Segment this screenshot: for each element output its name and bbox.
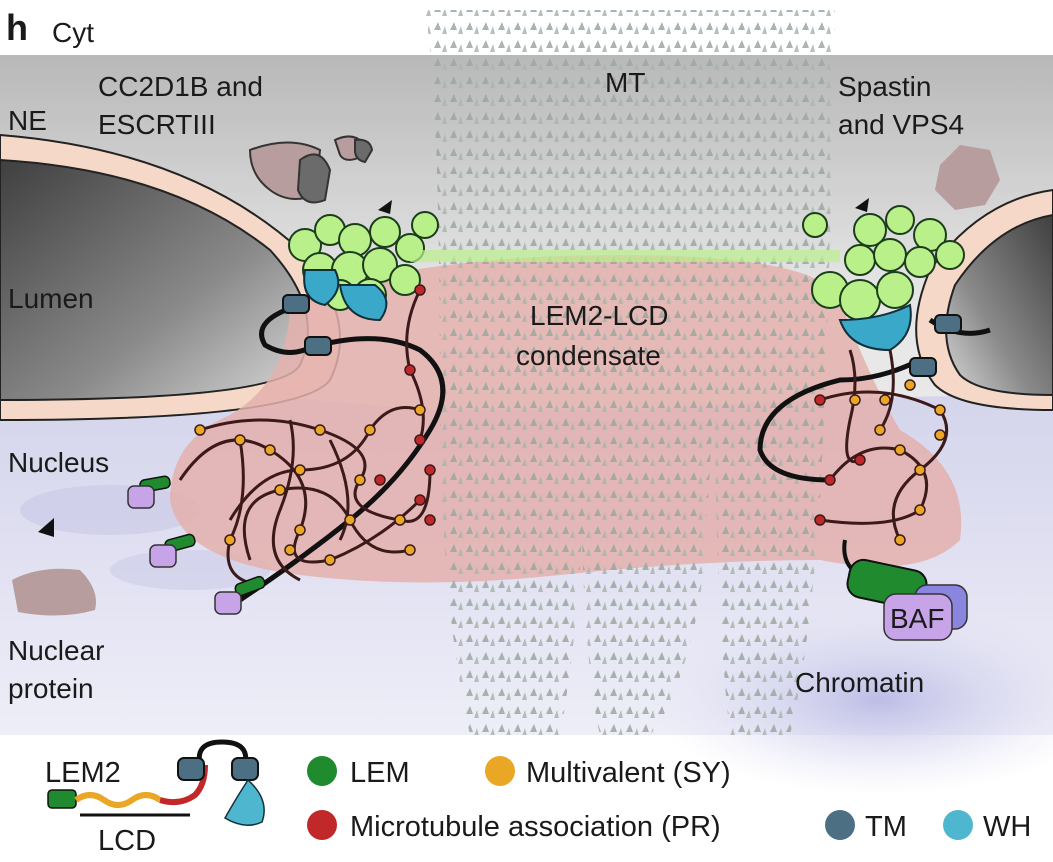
legend-tm-block [177,757,205,781]
legend-sy-swatch [485,756,515,786]
legend-lem-segment [47,789,77,809]
arrowhead-icon [38,518,54,537]
label-nucleus: Nucleus [8,447,109,478]
escrtiii-protein [296,153,332,204]
legend-item-wh: WH [983,811,1031,843]
legend-sy-segment [74,792,162,808]
nuclear-protein-shape [12,568,96,616]
wh-domain-left [303,269,340,307]
legend: LEM2 LCD LEM Multivalent (SY) Microtubul… [45,739,1031,857]
lcd-residues-right [814,379,946,546]
escrt-cluster-right [802,205,965,321]
legend-wh-shape [223,778,265,826]
label-lem2-lcd-line2: condensate [516,340,661,371]
label-nuclear-protein-line1: Nuclear [8,635,104,666]
baf-protein [883,593,953,641]
spastin-vps4-protein [935,145,1000,210]
microtubule-bundle [425,10,835,735]
escrt-band [410,250,840,262]
legend-item-tm: TM [865,811,907,843]
escrtiii-protein-small [354,138,374,164]
lem2-backbone-left [238,302,446,603]
wh-domain-left [338,284,388,322]
legend-pr-swatch [307,810,337,840]
label-baf: BAF [890,603,944,634]
tm-domain [909,357,937,377]
legend-lem-swatch [307,756,337,786]
legend-item-multivalent: Multivalent (SY) [526,757,731,789]
lcd-residues-left [194,284,436,566]
legend-lcd-label: LCD [98,825,156,857]
arrowhead-icon [378,200,392,214]
arrowhead-icon [855,198,869,212]
panel-letter: h [6,7,28,48]
microtubule-filament [425,10,585,735]
label-spastin-line1: Spastin [838,71,931,102]
microtubule-filament [715,10,835,735]
label-cyt: Cyt [52,17,94,48]
legend-item-lem: LEM [350,757,410,789]
lcd-network-right [819,349,949,541]
legend-backbone [196,739,249,766]
tm-domain [934,314,962,334]
label-nuclear-protein-line2: protein [8,673,94,704]
legend-wh-swatch [943,810,973,840]
legend-item-microtubule: Microtubule association (PR) [350,811,721,843]
microtubule-filament [580,10,720,735]
legend-lem2-label: LEM2 [45,757,121,789]
wh-domain-right [838,303,912,352]
chromatin-blob [20,485,200,535]
label-ne: NE [8,105,47,136]
label-chromatin: Chromatin [795,667,924,698]
label-lumen: Lumen [8,283,94,314]
legend-tm-block [231,757,259,781]
tm-domain [304,336,332,356]
label-lem2-lcd-line1: LEM2-LCD [530,300,668,331]
label-spastin-line2: and VPS4 [838,109,964,140]
label-cc2d1b-line1: CC2D1B and [98,71,263,102]
label-cc2d1b-line2: ESCRTIII [98,109,216,140]
label-mt: MT [605,67,645,98]
lem-anchors-left [127,475,266,615]
tm-domain [282,294,310,314]
legend-tm-swatch [825,810,855,840]
